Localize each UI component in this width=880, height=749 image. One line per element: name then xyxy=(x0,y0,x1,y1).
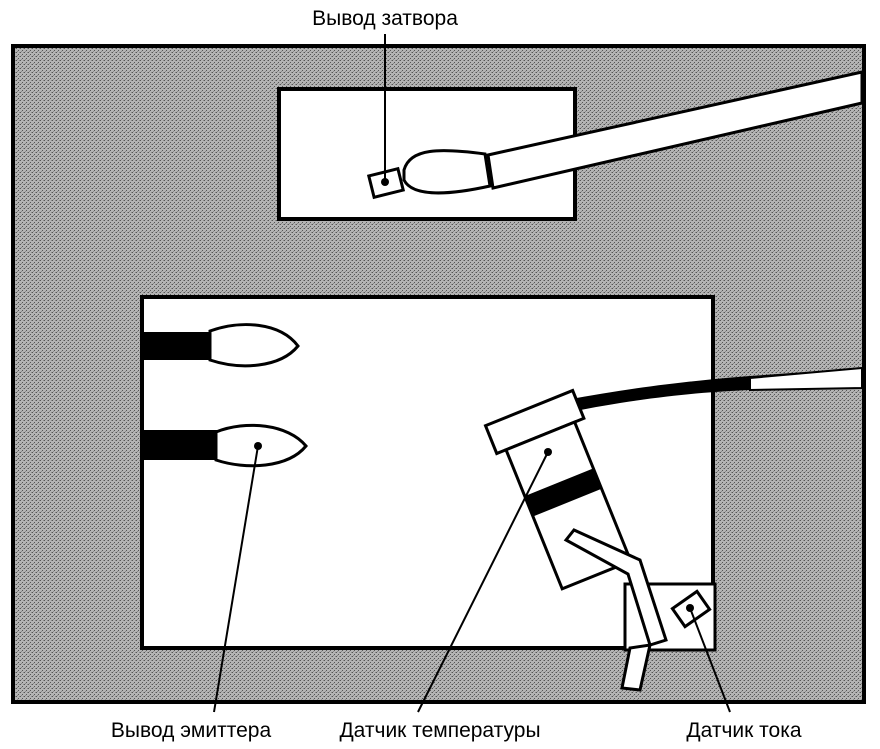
temp-leader-line xyxy=(417,451,549,713)
emitter-bond-wire-1 xyxy=(142,332,212,360)
current-sensor-label: Датчик тока xyxy=(686,719,801,742)
emitter-bond-foot-1 xyxy=(208,323,300,368)
gate-bond-foot xyxy=(402,149,492,195)
emitter-terminal-label: Вывод эмиттера xyxy=(111,719,272,742)
gate-terminal-label: Вывод затвора xyxy=(312,7,458,30)
current-sensor-lead-lower xyxy=(620,643,652,692)
gate-bond-lead xyxy=(486,70,864,190)
emitter-bond-wire-2 xyxy=(142,430,218,460)
temp-sensor-lead-tip xyxy=(749,366,863,392)
current-sensor-lead xyxy=(563,528,668,647)
temperature-sensor-label: Датчик температуры xyxy=(339,719,540,742)
emitter-leader-line xyxy=(213,445,259,713)
current-leader-line xyxy=(689,607,731,713)
